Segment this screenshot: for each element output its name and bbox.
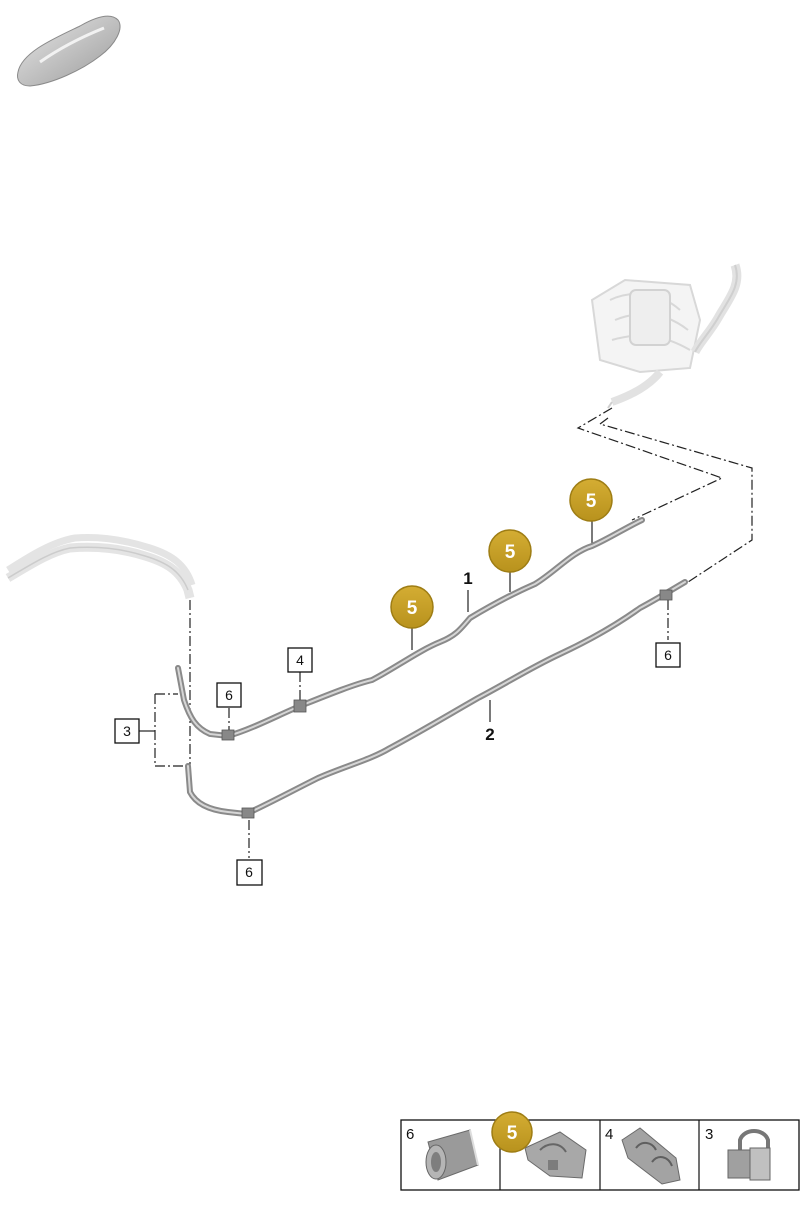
car-silhouette-icon (17, 15, 121, 87)
callout-part-6-right[interactable]: 6 (655, 642, 681, 668)
svg-text:6: 6 (245, 864, 253, 880)
callout-part-4[interactable]: 4 (287, 647, 313, 673)
callout-part-5-right[interactable]: 5 (569, 478, 613, 522)
ghost-pipe-left (5, 534, 196, 600)
svg-text:4: 4 (605, 1126, 613, 1143)
svg-text:5: 5 (586, 491, 597, 512)
legend-cell-3[interactable]: 3 (705, 1126, 771, 1181)
svg-text:4: 4 (296, 652, 304, 668)
callout-part-6-upper[interactable]: 6 (216, 682, 242, 708)
svg-text:6: 6 (406, 1126, 414, 1143)
callout-part-3[interactable]: 3 (114, 718, 140, 744)
callout-part-5-middle[interactable]: 5 (488, 529, 532, 573)
svg-text:5: 5 (507, 1123, 518, 1144)
callout-leaders (139, 520, 593, 732)
sleeve-part-icon (425, 1129, 479, 1181)
coolant-line-2 (185, 579, 688, 819)
svg-text:6: 6 (225, 687, 233, 703)
holder-part-icon (727, 1129, 771, 1181)
svg-text:3: 3 (705, 1126, 713, 1143)
double-clip-icon (621, 1127, 681, 1185)
svg-text:5: 5 (505, 542, 516, 563)
callout-part-6-lower[interactable]: 6 (236, 859, 263, 886)
callout-part-5-left[interactable]: 5 (390, 585, 434, 629)
svg-text:5: 5 (407, 598, 418, 619)
svg-text:6: 6 (664, 647, 672, 663)
parts-legend: 6 5 4 (400, 1111, 800, 1191)
label-line-1: 1 (463, 569, 472, 588)
label-line-2: 2 (485, 725, 494, 744)
legend-cell-4[interactable]: 4 (605, 1126, 681, 1185)
heater-unit-icon (590, 263, 742, 409)
svg-text:3: 3 (123, 723, 131, 739)
leader-lines (154, 407, 753, 858)
legend-cell-6[interactable]: 6 (406, 1126, 479, 1181)
pipe-clip-icon (524, 1131, 587, 1179)
coolant-line-1 (175, 517, 645, 741)
legend-cell-5[interactable]: 5 (491, 1111, 587, 1179)
